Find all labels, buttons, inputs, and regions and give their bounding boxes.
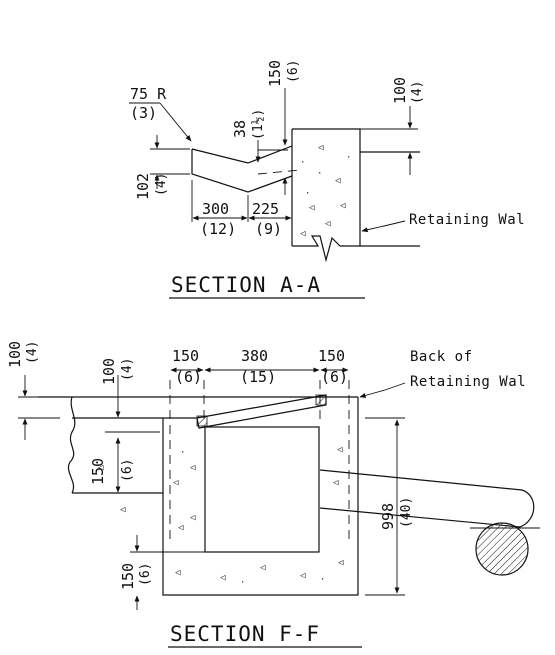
dim-150-right-in: (6): [321, 368, 348, 386]
dimension-labels-f: 100 (4) 100 (4) 150 (6) 380 (15) 150 (6)…: [6, 341, 526, 590]
svg-text:◁: ◁: [175, 568, 181, 578]
note-retaining-wall-a: Retaining Wal: [409, 212, 525, 228]
outlet-pipe: [319, 469, 535, 528]
svg-text:◁: ◁: [120, 505, 126, 515]
svg-text:◁: ◁: [98, 463, 104, 473]
svg-text:◁: ◁: [178, 523, 184, 533]
gutter-profile: [191, 145, 293, 193]
svg-text:·: ·: [317, 169, 322, 179]
svg-text:◁: ◁: [335, 176, 341, 186]
dim-998: 998: [379, 503, 397, 530]
dimension-labels-a: 75 R (3) 38 (1½) 150 (6) 100 (4) 102 (4)…: [130, 60, 525, 238]
pit-chamber: [204, 426, 320, 553]
dim-150-left-in: (6): [175, 368, 202, 386]
radius-label-in: (3): [130, 104, 157, 122]
svg-text:·: ·: [300, 158, 305, 168]
svg-text:◁: ◁: [309, 203, 315, 213]
concrete-aggregate-a: ◁ ◁ ◁ ◁ ◁ ◁ · · · ·: [300, 143, 351, 239]
svg-text:◁: ◁: [190, 513, 196, 523]
section-f-f: ◁ ◁ ◁ ◁ ◁ ◁ ◁ ◁ ◁ ◁ ◁ ◁ ◁ · · ·: [6, 341, 540, 648]
dim-100-a: 100: [391, 77, 409, 104]
svg-text:◁: ◁: [190, 463, 196, 473]
svg-text:◁: ◁: [325, 219, 331, 229]
svg-text:◁: ◁: [300, 229, 306, 239]
dimensions-f: [18, 367, 406, 610]
svg-text:◁: ◁: [333, 478, 339, 488]
svg-text:◁: ◁: [337, 445, 343, 455]
note-back-of-2: Retaining Wal: [410, 374, 526, 390]
dim-150-slab: 150: [89, 458, 107, 485]
concrete-aggregate-f: ◁ ◁ ◁ ◁ ◁ ◁ ◁ ◁ ◁ ◁ ◁ ◁ ◁ · · ·: [98, 445, 344, 588]
dim-100-a-in: (4): [410, 81, 425, 104]
dim-380-in: (15): [240, 368, 276, 386]
grate-seat-left: [196, 415, 208, 427]
section-a-a: ◁ ◁ ◁ ◁ ◁ ◁ · · · ·: [129, 60, 525, 299]
svg-text:◁: ◁: [338, 558, 344, 568]
dim-102-in: (4): [154, 173, 169, 196]
svg-text:·: ·: [240, 578, 245, 588]
dim-150-right: 150: [318, 347, 345, 365]
dim-38-in: (1½): [251, 109, 266, 140]
svg-text:◁: ◁: [260, 563, 266, 573]
dim-300: 300: [202, 200, 229, 218]
break-line-f: [68, 396, 76, 494]
pit-outline: [72, 397, 359, 596]
dim-225: 225: [252, 200, 279, 218]
dim-225-in: (9): [255, 220, 282, 238]
gutter-center: [257, 169, 301, 175]
svg-text:◁: ◁: [318, 143, 324, 153]
dim-150-a: 150: [266, 60, 284, 87]
break-line-a: [292, 235, 420, 263]
svg-text:◁: ◁: [300, 571, 306, 581]
svg-text:·: ·: [180, 448, 185, 458]
dim-150-a-in: (6): [286, 60, 301, 83]
svg-text:·: ·: [346, 153, 351, 163]
svg-text:·: ·: [305, 189, 310, 199]
section-a-title: SECTION A-A: [171, 273, 321, 297]
note-back-of-1: Back of: [410, 349, 473, 365]
dim-998-in: (40): [399, 497, 414, 528]
dim-top-100: 100: [6, 341, 24, 368]
svg-text:◁: ◁: [220, 573, 226, 583]
section-f-title: SECTION F-F: [170, 622, 320, 646]
dim-inner-100: 100: [100, 358, 118, 385]
svg-text:◁: ◁: [340, 201, 346, 211]
radius-label: 75 R: [130, 85, 167, 103]
dim-150-slab-in: (6): [120, 459, 135, 482]
svg-text:◁: ◁: [173, 478, 179, 488]
dim-inner-100-in: (4): [120, 358, 135, 381]
dim-380: 380: [241, 347, 268, 365]
pipe-end-section: [475, 522, 529, 576]
dim-top-100-in: (4): [25, 341, 40, 364]
dim-300-in: (12): [200, 220, 236, 238]
dimensions-a: [129, 88, 418, 233]
dim-150-base-in: (6): [138, 563, 153, 586]
grate-seat-right: [315, 394, 327, 406]
dim-150-left: 150: [172, 347, 199, 365]
svg-text:·: ·: [320, 575, 325, 585]
grate: [196, 394, 327, 429]
dim-38: 38: [231, 120, 249, 138]
dim-102: 102: [134, 173, 152, 200]
dim-150-base: 150: [119, 563, 137, 590]
